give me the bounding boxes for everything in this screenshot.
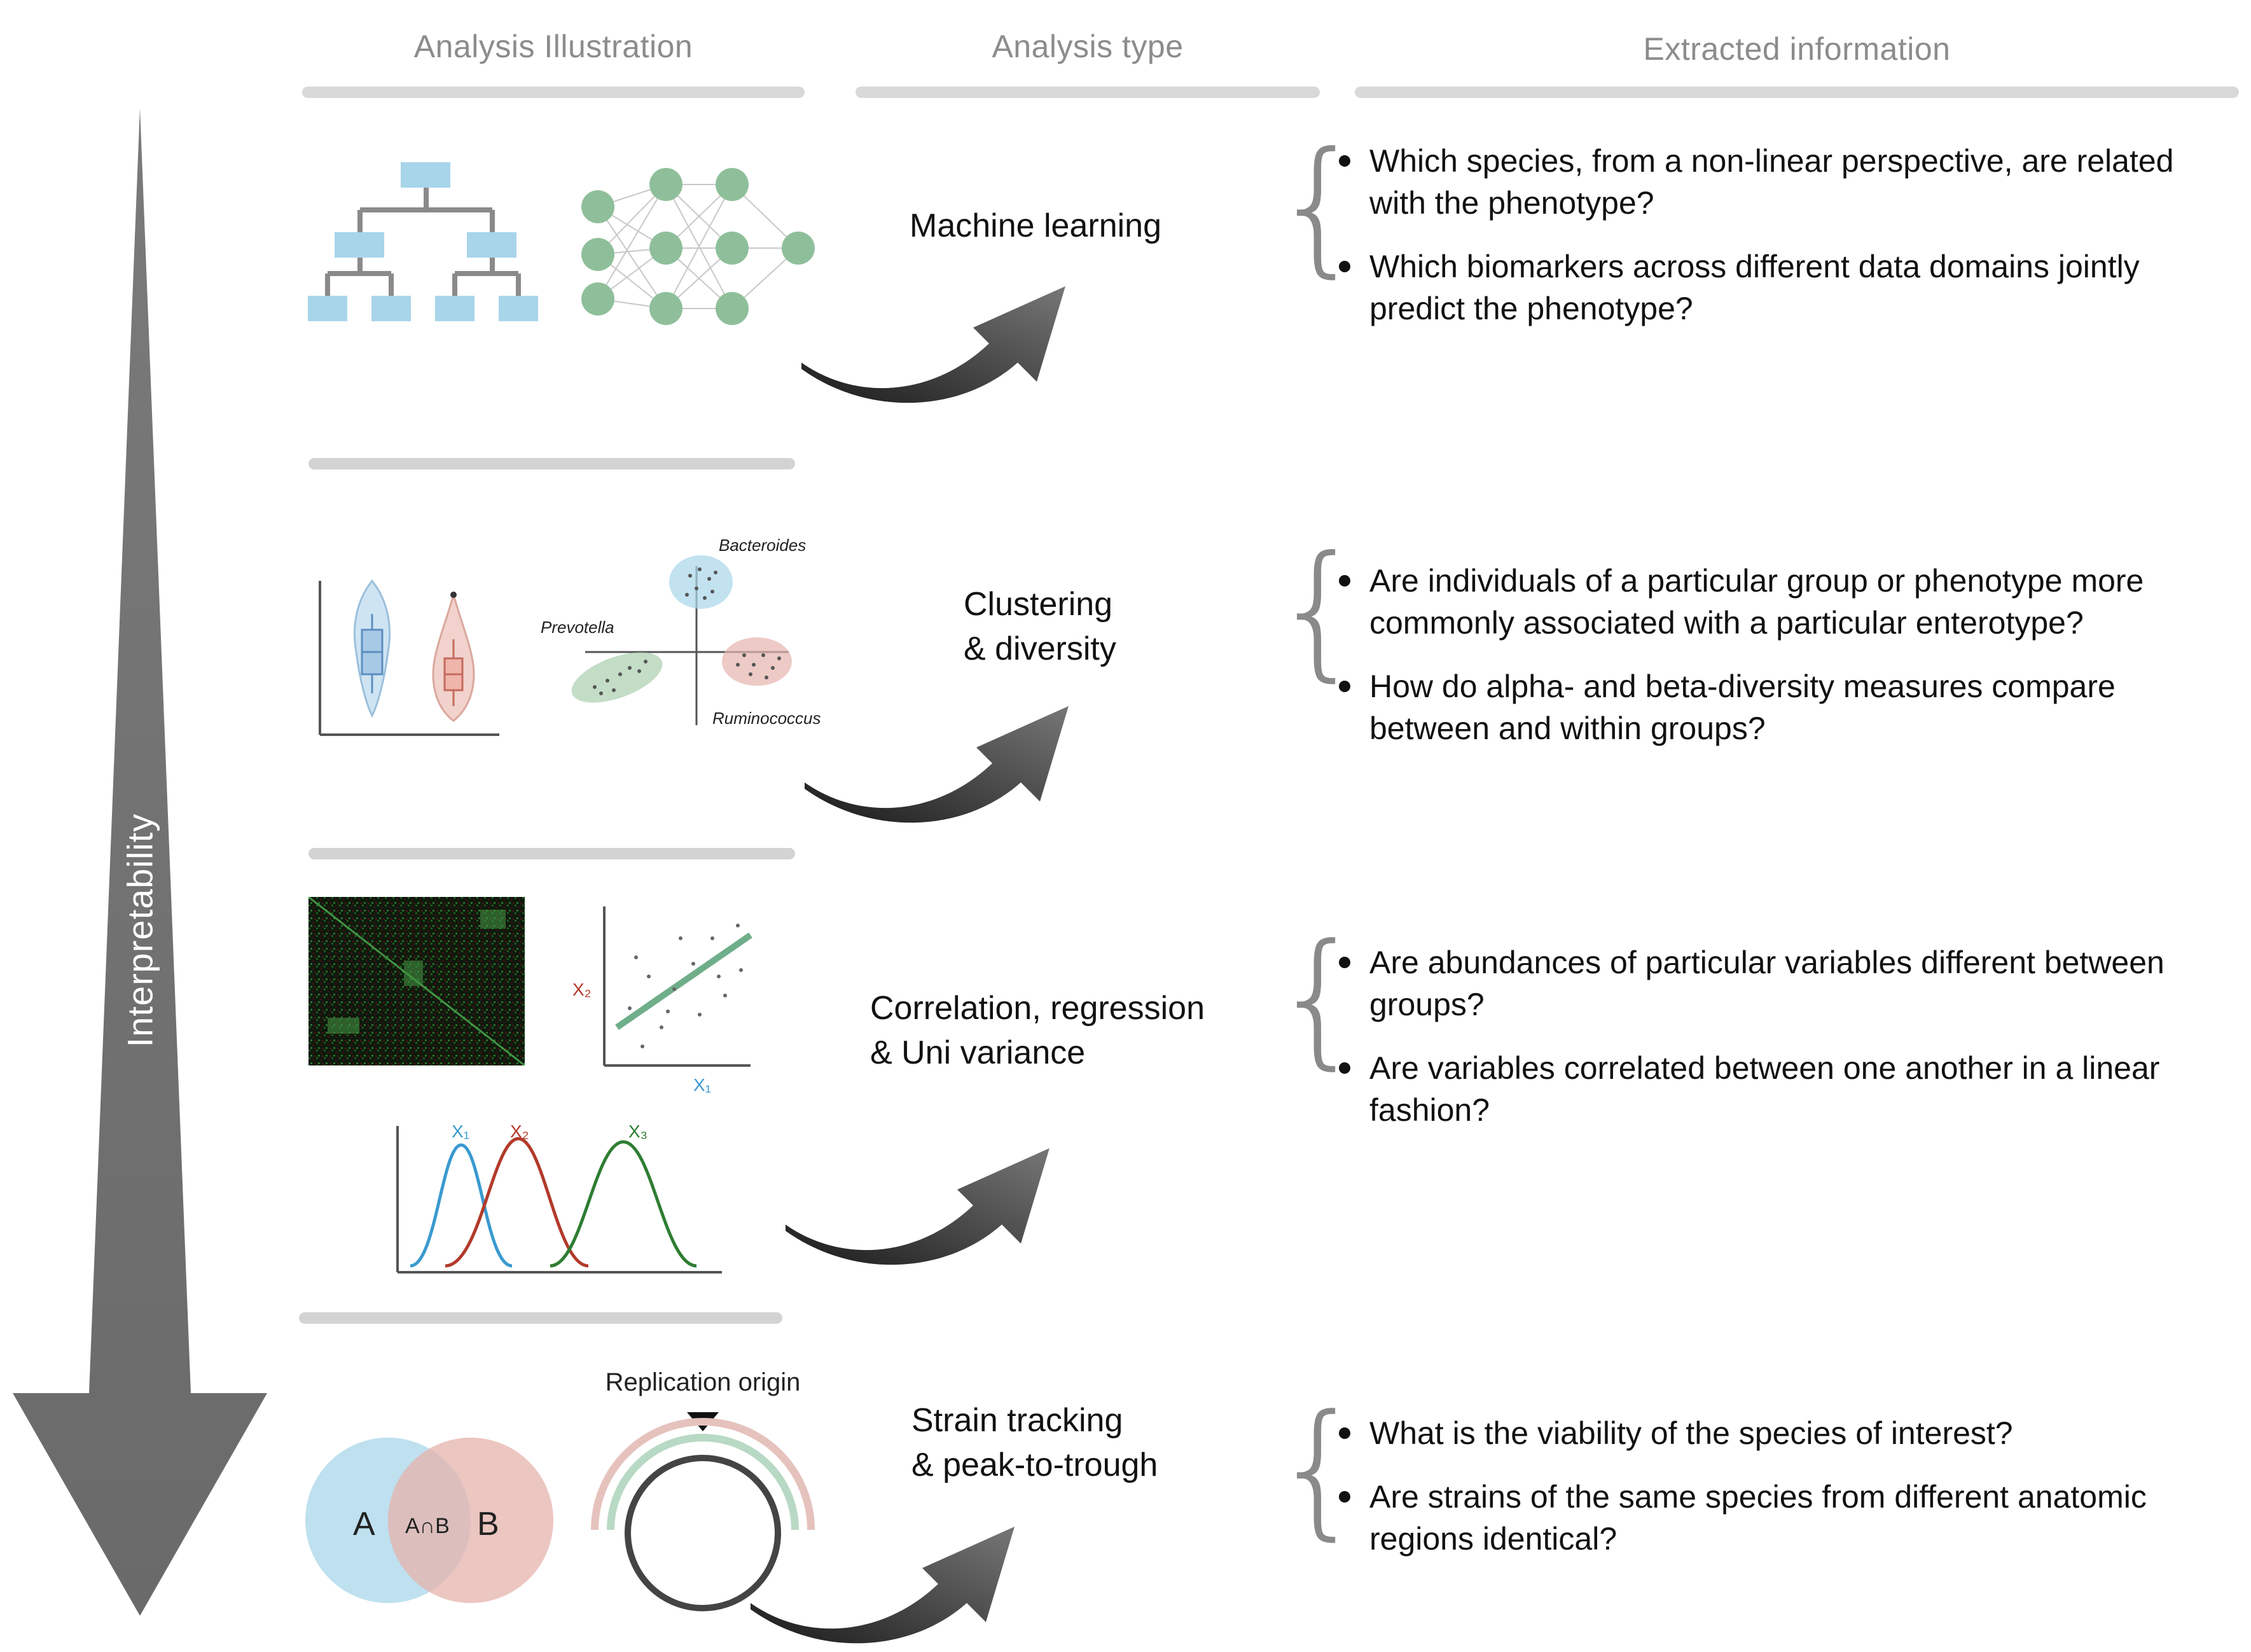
label-x1-dist: X₁ <box>452 1121 469 1141</box>
questions-row-1: Which species, from a non-linear perspec… <box>1339 140 2236 351</box>
row-separator-1 <box>308 458 795 469</box>
question-item: Which species, from a non-linear perspec… <box>1339 140 2236 224</box>
label-x1-regression: X₁ <box>693 1075 711 1095</box>
question-item: Are strains of the same species from dif… <box>1339 1476 2236 1560</box>
distribution-curves-illustration: X₁ X₂ X₃ <box>396 1121 722 1274</box>
question-item: Are abundances of particular variables d… <box>1339 941 2236 1025</box>
venn-label-ab: A∩B <box>405 1514 450 1538</box>
flow-arrow-1 <box>801 286 1065 403</box>
brace-row-3: { <box>1272 913 1366 1083</box>
venn-diagram-illustration: A A∩B B <box>305 1438 553 1603</box>
label-bacteroides: Bacteroides <box>719 536 806 555</box>
question-item: Are variables correlated between one ano… <box>1339 1047 2236 1131</box>
brace-row-2: { <box>1272 525 1366 695</box>
question-item: What is the viability of the species of … <box>1339 1412 2236 1454</box>
violin-plot-illustration <box>319 579 499 736</box>
analysis-type-clustering: Clustering & diversity <box>964 586 1116 667</box>
questions-row-2: Are individuals of a particular group or… <box>1339 560 2236 771</box>
venn-label-b: B <box>477 1506 499 1543</box>
label-x2-dist: X₂ <box>510 1121 529 1141</box>
header-illustration: Analysis Illustration <box>413 29 693 64</box>
neural-network-illustration <box>581 168 815 325</box>
flow-arrow-3 <box>786 1148 1049 1265</box>
question-item: Are individuals of a particular group or… <box>1339 560 2236 644</box>
analysis-type-machine-learning: Machine learning <box>910 207 1162 244</box>
row-separator-3 <box>299 1312 782 1324</box>
question-item: Which biomarkers across different data d… <box>1339 246 2236 330</box>
replication-origin-illustration: Replication origin <box>591 1368 815 1611</box>
row-separator-2 <box>308 848 795 859</box>
label-x3-dist: X₃ <box>628 1121 648 1141</box>
label-prevotella: Prevotella <box>541 618 614 637</box>
brace-row-4: { <box>1272 1384 1366 1554</box>
questions-row-3: Are abundances of particular variables d… <box>1339 941 2236 1153</box>
analysis-type-strain-tracking: Strain tracking & peak-to-trough <box>911 1402 1158 1483</box>
label-ruminococcus: Ruminococcus <box>712 709 821 728</box>
questions-row-4: What is the viability of the species of … <box>1339 1412 2236 1581</box>
decision-tree-illustration <box>308 162 538 321</box>
interpretability-arrow <box>13 108 267 1616</box>
flow-arrow-4 <box>751 1527 1015 1644</box>
regression-scatter-illustration: X₂ X₁ <box>572 906 752 1095</box>
header-underline-illustration <box>302 87 805 98</box>
enterotype-scatter-illustration: Bacteroides Prevotella Ruminococcus <box>541 536 821 728</box>
header-underline-info <box>1355 87 2239 98</box>
analysis-type-correlation: Correlation, regression & Uni variance <box>870 990 1205 1071</box>
header-type: Analysis type <box>992 29 1184 64</box>
venn-label-a: A <box>353 1506 375 1543</box>
header-info: Extracted information <box>1643 31 1951 67</box>
label-replication-origin: Replication origin <box>606 1368 801 1396</box>
question-item: How do alpha- and beta-diversity measure… <box>1339 665 2236 749</box>
header-underline-type <box>855 87 1320 98</box>
interpretability-label: Interpretability <box>120 813 160 1048</box>
label-x2-regression: X₂ <box>572 980 592 999</box>
flow-arrow-2 <box>805 706 1069 823</box>
correlation-heatmap-illustration <box>308 897 525 1065</box>
